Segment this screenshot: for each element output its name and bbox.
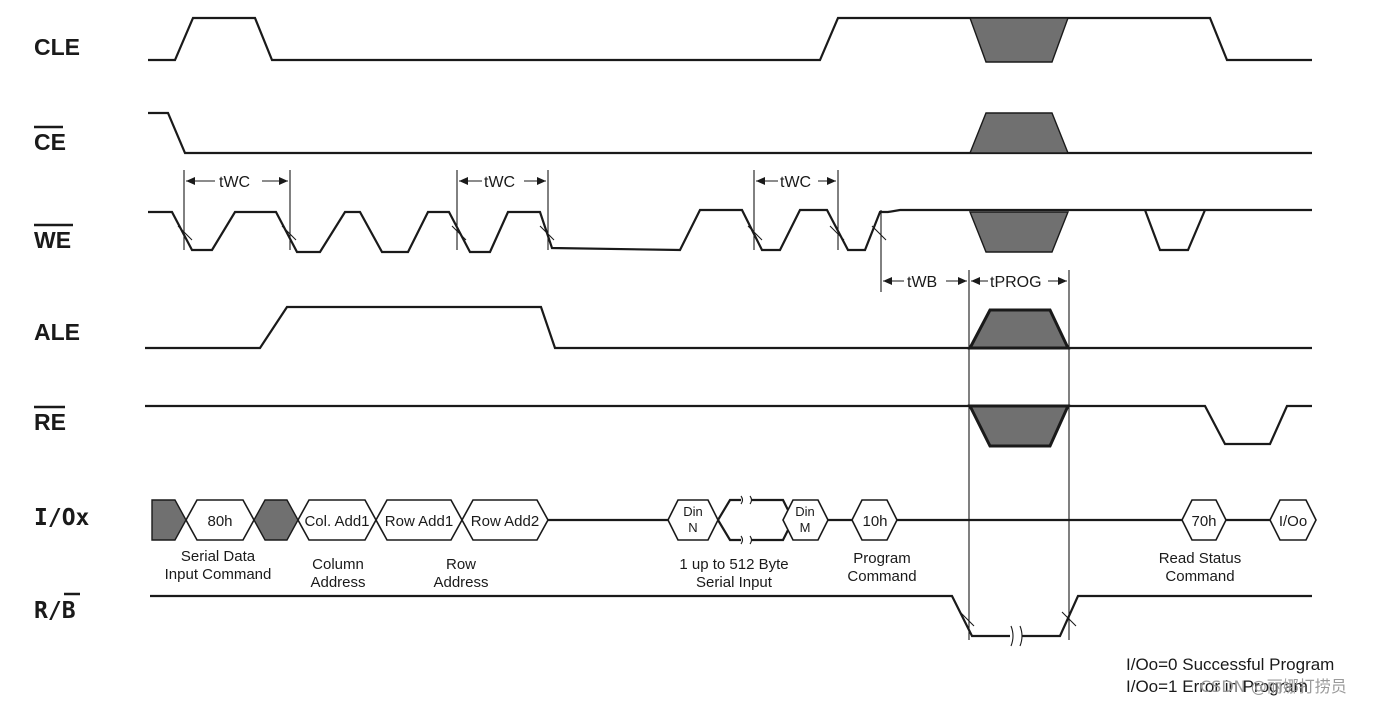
io-cell-10h-label: 10h: [862, 513, 887, 530]
signal-label-ce: CE: [34, 129, 66, 155]
io-captions: Serial Data Input Command Column Address…: [165, 548, 1242, 591]
io-cell-din-n-label-1: Din: [683, 504, 703, 519]
waveform-cle: [148, 16, 1312, 63]
caption-serial-input-2: Serial Input: [696, 574, 773, 591]
shaded-region-cle: [969, 17, 1069, 63]
timing-twc-2: tWC: [456, 170, 549, 250]
waveform-re: [145, 404, 1312, 448]
shaded-region-re: [967, 404, 1071, 448]
caption-serial-data-2: Input Command: [165, 566, 272, 583]
timing-tprog: tPROG: [968, 270, 1070, 640]
io-cell-80h-label: 80h: [207, 513, 232, 530]
caption-program-1: Program: [853, 550, 911, 567]
timing-twc-3: tWC: [753, 170, 839, 250]
io-break-marks: [740, 495, 753, 545]
waveform-ale: [145, 305, 1312, 350]
waveform-we: [148, 208, 1312, 254]
caption-read-status-2: Command: [1165, 568, 1234, 585]
io-cell-io0-label: I/Oo: [1279, 513, 1307, 530]
signal-label-ale: ALE: [34, 319, 80, 345]
waveform-io: 80h Col. Add1 Row Add1 Row Add2 Din N Di…: [151, 492, 1317, 548]
io-crossing-bottom: [717, 519, 794, 542]
waveform-rb: [150, 594, 1312, 647]
caption-row-1: Row: [446, 556, 476, 573]
io-cell-din-m-label-2: M: [800, 520, 811, 535]
rb-break-marks: [1010, 625, 1023, 647]
shaded-region-ale: [967, 308, 1071, 350]
waveform-ce: [148, 111, 1312, 155]
timing-twb: tWB: [880, 210, 967, 292]
io-cell-row-add2-label: Row Add2: [471, 513, 539, 530]
watermark: CSDN @丽娜打捞员: [1200, 677, 1347, 696]
footnote: I/Oo=0 Successful Program I/Oo=1 Error i…: [1126, 655, 1347, 696]
io-crossing-top: [717, 498, 794, 521]
signal-label-we: WE: [34, 227, 71, 253]
twc-label-2: tWC: [484, 174, 515, 191]
caption-serial-input-1: 1 up to 512 Byte: [679, 556, 788, 573]
io-cell-row-add1-label: Row Add1: [385, 513, 453, 530]
io-cell-io0: [1269, 499, 1317, 541]
tprog-label: tPROG: [990, 274, 1042, 291]
twb-label: tWB: [907, 274, 937, 291]
signal-label-rb: R/B: [34, 598, 76, 624]
footnote-line-2: I/Oo=1 Error in Program: [1126, 677, 1308, 696]
io-cell-70h-label: 70h: [1191, 513, 1216, 530]
timing-twc-1: tWC: [183, 170, 291, 250]
signal-label-re: RE: [34, 409, 66, 435]
twc-label-3: tWC: [780, 174, 811, 191]
shaded-region-ce: [968, 112, 1070, 154]
io-cell-din-n-label-2: N: [688, 520, 697, 535]
io-cell-din-m-label-1: Din: [795, 504, 815, 519]
signal-label-cle: CLE: [34, 34, 80, 60]
io-dont-care-1: [151, 499, 187, 541]
caption-row-2: Address: [433, 574, 488, 591]
caption-column-1: Column: [312, 556, 364, 573]
twc-label-1: tWC: [219, 174, 250, 191]
caption-read-status-1: Read Status: [1159, 550, 1242, 567]
caption-program-2: Command: [847, 568, 916, 585]
shaded-region-we: [968, 211, 1070, 253]
io-cell-col-add1-label: Col. Add1: [304, 513, 369, 530]
caption-serial-data-1: Serial Data: [181, 548, 256, 565]
signal-label-io: I/Ox: [34, 505, 90, 531]
io-dont-care-2: [253, 499, 299, 541]
caption-column-2: Address: [310, 574, 365, 591]
footnote-line-1: I/Oo=0 Successful Program: [1126, 655, 1334, 674]
